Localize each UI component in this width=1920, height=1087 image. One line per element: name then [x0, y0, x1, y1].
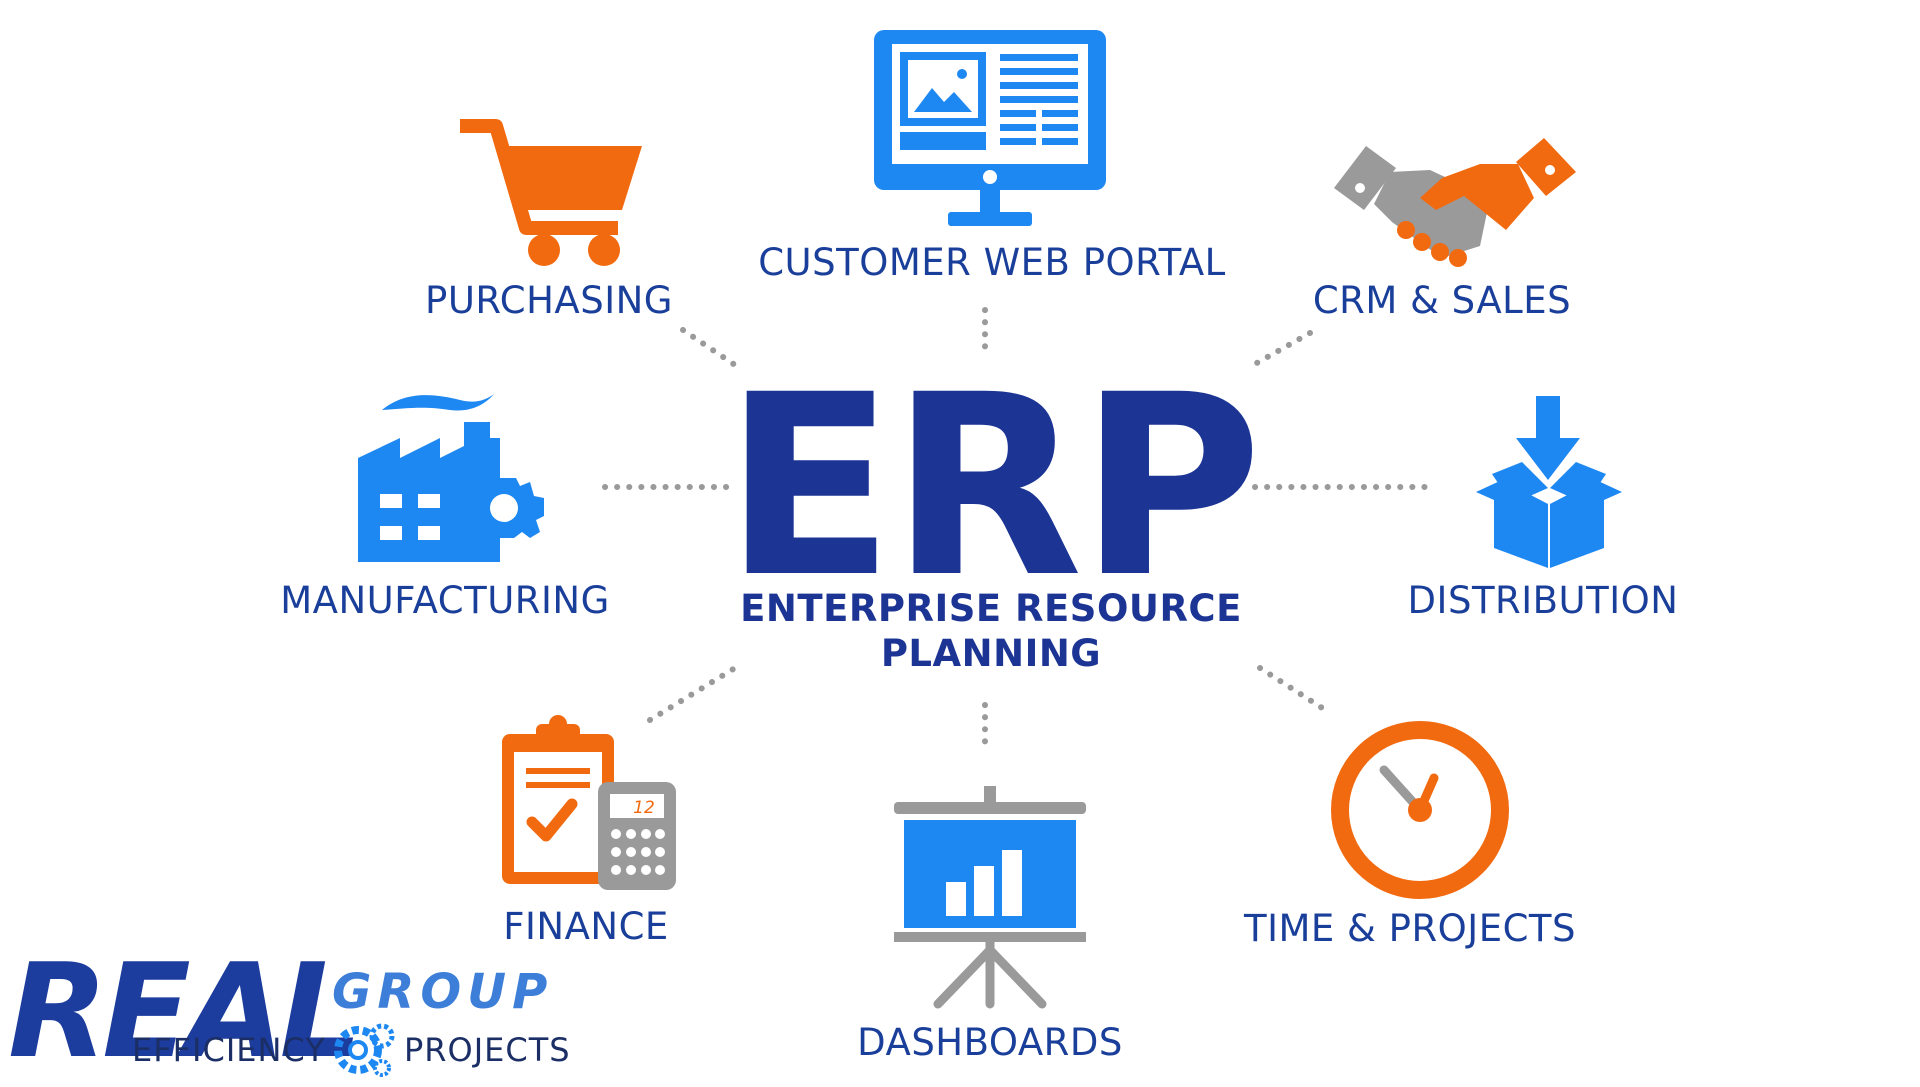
monitor-icon	[874, 30, 1106, 226]
presentation-board-icon	[894, 786, 1086, 1009]
module-label-time-projects: TIME & PROJECTS	[1243, 907, 1577, 950]
module-label-dashboards: DASHBOARDS	[857, 1021, 1123, 1064]
connector-top-left	[680, 327, 738, 368]
module-label-finance: FINANCE	[503, 905, 669, 948]
brand-tagline-projects: PROJECTS	[404, 1031, 571, 1069]
calculator-display: 12	[633, 798, 655, 818]
brand-logo-group: GROUP	[332, 964, 554, 1020]
connector-bottom-right	[1257, 665, 1333, 716]
module-label-purchasing: PURCHASING	[425, 279, 673, 322]
connector-bottom-left	[647, 665, 738, 723]
clock-icon	[1331, 721, 1509, 899]
shopping-cart-icon	[460, 119, 642, 266]
gears-icon	[334, 1023, 395, 1077]
brand-logo-real: REAL	[8, 935, 362, 1087]
connector-top-right	[1252, 330, 1313, 367]
clipboard-calculator-icon: 12	[502, 715, 676, 890]
module-label-distribution: DISTRIBUTION	[1407, 579, 1679, 622]
module-label-crm-sales: CRM & SALES	[1312, 279, 1572, 322]
erp-title: ERP	[723, 341, 1263, 632]
factory-icon	[358, 394, 544, 562]
module-label-manufacturing: MANUFACTURING	[280, 579, 610, 622]
handshake-icon	[1334, 138, 1576, 267]
brand-tagline-efficiency: EFFICIENCY	[132, 1031, 326, 1069]
erp-subtitle: ENTERPRISE RESOURCE PLANNING	[740, 587, 1242, 675]
box-download-icon	[1476, 396, 1622, 568]
module-label-customer-web-portal: CUSTOMER WEB PORTAL	[758, 241, 1226, 284]
